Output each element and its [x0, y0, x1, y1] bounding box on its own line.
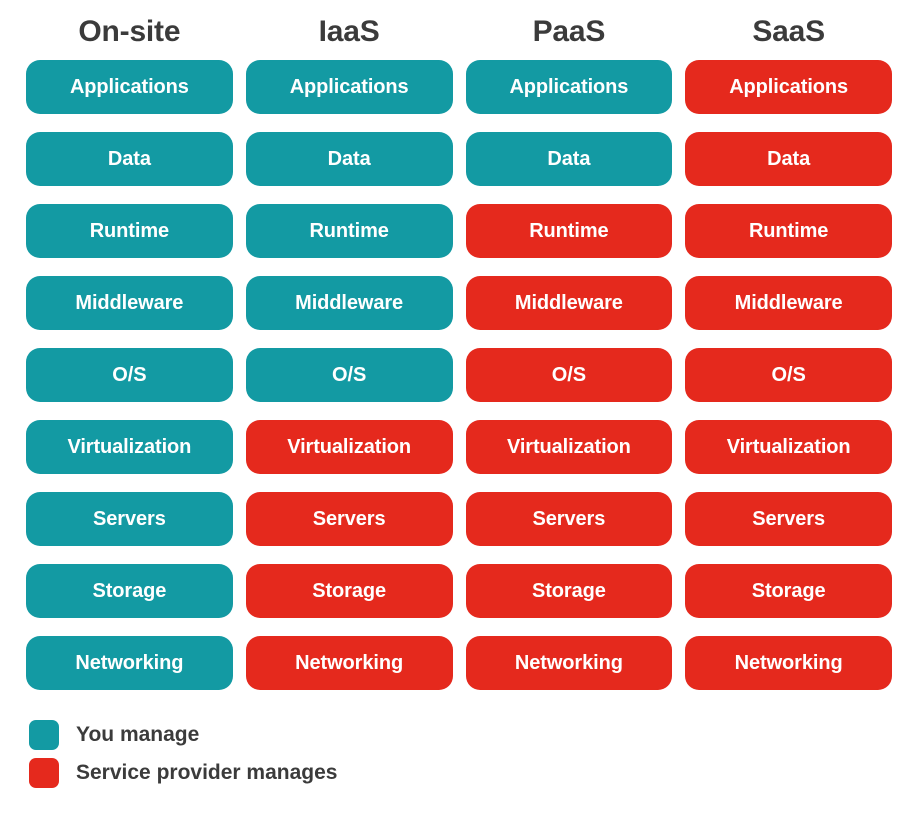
cell-saas-runtime: Runtime [685, 204, 892, 258]
cell-iaas-servers: Servers [245, 492, 453, 546]
legend-label-you: You manage [76, 723, 200, 746]
cell-on-site-data: Data [26, 132, 233, 186]
column-header-iaas: IaaS [318, 15, 380, 48]
cell-on-site-storage: Storage [26, 564, 233, 618]
cell-on-site-networking: Networking [26, 636, 233, 690]
column-header-saas: SaaS [752, 15, 825, 48]
cell-saas-storage: Storage [685, 564, 892, 618]
cell-saas-networking: Networking [685, 636, 892, 690]
legend-item-provider: Service provider manages [29, 754, 892, 792]
cell-on-site-servers: Servers [26, 492, 233, 546]
cell-paas-o-s: O/S [465, 348, 673, 402]
cell-iaas-runtime: Runtime [245, 204, 453, 258]
cell-iaas-middleware: Middleware [245, 276, 453, 330]
cell-on-site-middleware: Middleware [26, 276, 233, 330]
cell-iaas-o-s: O/S [245, 348, 453, 402]
column-header-paas: PaaS [532, 15, 606, 48]
cell-iaas-data: Data [245, 132, 453, 186]
cell-iaas-virtualization: Virtualization [245, 420, 453, 474]
column-header-row: On-site IaaS PaaS SaaS [26, 0, 892, 60]
column-header-on-site: On-site [78, 15, 181, 48]
cell-saas-virtualization: Virtualization [685, 420, 892, 474]
cell-iaas-storage: Storage [245, 564, 453, 618]
cell-saas-servers: Servers [685, 492, 892, 546]
cell-paas-middleware: Middleware [465, 276, 673, 330]
cell-paas-virtualization: Virtualization [465, 420, 673, 474]
cell-saas-o-s: O/S [685, 348, 892, 402]
cell-on-site-runtime: Runtime [26, 204, 233, 258]
cell-on-site-applications: Applications [26, 60, 233, 114]
legend-swatch-provider [29, 758, 59, 788]
legend-item-you: You manage [29, 716, 892, 754]
cell-paas-runtime: Runtime [465, 204, 673, 258]
cell-paas-storage: Storage [465, 564, 673, 618]
legend-swatch-you [29, 720, 59, 750]
cell-on-site-o-s: O/S [26, 348, 233, 402]
cell-saas-data: Data [685, 132, 892, 186]
cell-saas-applications: Applications [685, 60, 892, 114]
cell-iaas-networking: Networking [245, 636, 453, 690]
cell-iaas-applications: Applications [245, 60, 453, 114]
cell-paas-networking: Networking [465, 636, 673, 690]
cell-saas-middleware: Middleware [685, 276, 892, 330]
cell-paas-data: Data [465, 132, 673, 186]
cell-paas-applications: Applications [465, 60, 673, 114]
cell-paas-servers: Servers [465, 492, 673, 546]
cell-on-site-virtualization: Virtualization [26, 420, 233, 474]
legend-label-provider: Service provider manages [76, 761, 338, 784]
